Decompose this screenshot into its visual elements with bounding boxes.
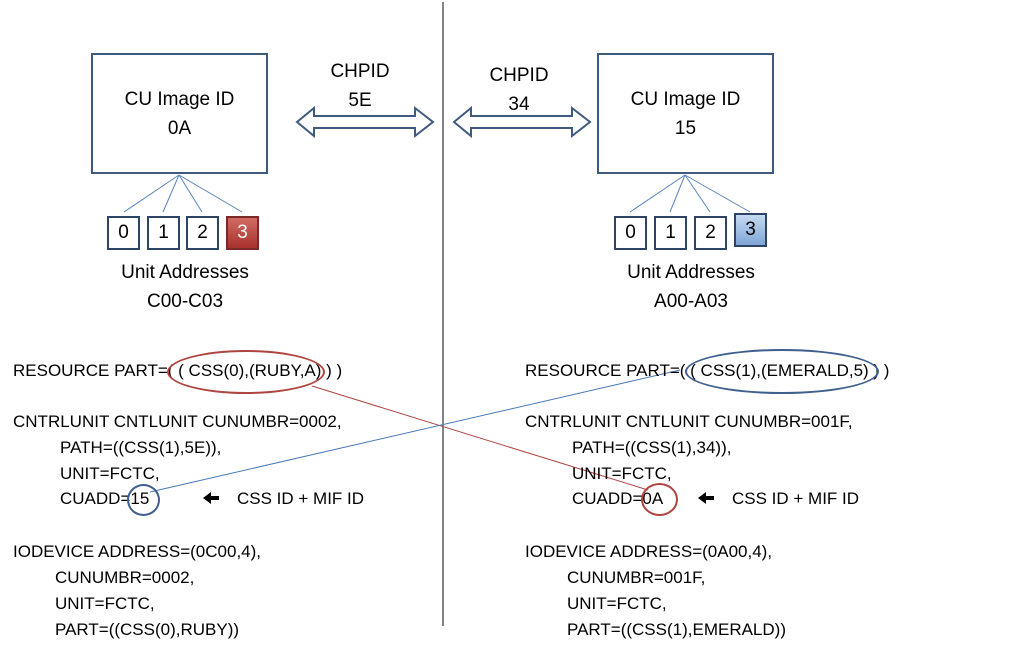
right-chpid-arrow bbox=[452, 105, 592, 139]
right-cntlunit-line1: CNTRLUNIT CNTLUNIT CUNUMBR=001F, bbox=[525, 412, 853, 431]
left-chpid-arrow bbox=[295, 105, 435, 139]
right-resource-prefix: RESOURCE PART=( bbox=[525, 361, 691, 380]
left-iodevice-line2: CUNUMBR=0002, bbox=[55, 568, 195, 587]
right-cuadd-red-circle bbox=[641, 483, 678, 516]
left-unit-2: 2 bbox=[186, 216, 219, 250]
left-iodevice-line1: IODEVICE ADDRESS=(0C00,4), bbox=[13, 542, 262, 561]
right-chpid-label: CHPID 34 bbox=[469, 61, 569, 119]
left-unit-addresses-title: Unit Addresses bbox=[121, 262, 249, 283]
left-cntlunit-line3: UNIT=FCTC, bbox=[60, 464, 160, 483]
right-unit-addresses-range: A00-A03 bbox=[654, 291, 728, 312]
left-chpid-title: CHPID bbox=[330, 61, 390, 82]
blue-cross-line bbox=[149, 369, 681, 493]
left-cu-image-box: CU Image ID 0A bbox=[91, 53, 268, 174]
red-cross-line bbox=[311, 385, 649, 491]
right-annotation: CSS ID + MIF ID bbox=[732, 489, 860, 508]
right-iodevice-line3: UNIT=FCTC, bbox=[567, 594, 667, 613]
right-unit-addresses: Unit Addresses A00-A03 bbox=[601, 258, 781, 316]
right-unit-3: 3 bbox=[734, 213, 767, 247]
left-resource-suffix: ) ) bbox=[321, 361, 343, 380]
left-cntlunit-line2: PATH=((CSS(1),5E)), bbox=[60, 438, 222, 457]
left-chpid-label: CHPID 5E bbox=[310, 57, 410, 115]
right-chpid-value: 34 bbox=[508, 94, 530, 115]
left-cuadd-blue-circle bbox=[127, 484, 160, 516]
left-cu-id: 0A bbox=[167, 117, 192, 139]
left-iodevice-line4: PART=((CSS(0),RUBY)) bbox=[55, 620, 240, 639]
right-cu-title: CU Image ID bbox=[630, 88, 741, 110]
left-fan-lines bbox=[123, 174, 243, 213]
left-cu-title: CU Image ID bbox=[124, 88, 235, 110]
right-fan-lines bbox=[629, 174, 751, 213]
left-resource-prefix: RESOURCE PART=( bbox=[13, 361, 179, 380]
left-unit-addresses: Unit Addresses C00-C03 bbox=[95, 258, 275, 316]
right-unit-addresses-title: Unit Addresses bbox=[627, 262, 755, 283]
right-iodevice-line2: CUNUMBR=001F, bbox=[567, 568, 706, 587]
right-chpid-title: CHPID bbox=[489, 65, 549, 86]
right-unit-0: 0 bbox=[614, 216, 647, 250]
left-cuadd-prefix: CUADD= bbox=[60, 489, 131, 508]
right-cntlunit-line3: UNIT=FCTC, bbox=[572, 464, 672, 483]
left-unit-3: 3 bbox=[226, 216, 259, 250]
right-unit-1: 1 bbox=[654, 216, 687, 250]
left-cntlunit-line1: CNTRLUNIT CNTLUNIT CUNUMBR=0002, bbox=[13, 412, 342, 431]
left-resource-red-ellipse bbox=[167, 350, 325, 394]
right-cu-image-box: CU Image ID 15 bbox=[597, 53, 774, 174]
right-annotation-arrow bbox=[698, 492, 714, 504]
left-unit-addresses-range: C00-C03 bbox=[146, 291, 224, 312]
right-resource-blue-ellipse bbox=[685, 349, 879, 394]
left-unit-0: 0 bbox=[107, 216, 140, 250]
left-unit-1: 1 bbox=[147, 216, 180, 250]
right-cuadd-prefix: CUADD= bbox=[572, 489, 643, 508]
left-chpid-value: 5E bbox=[348, 90, 372, 111]
left-iodevice-line3: UNIT=FCTC, bbox=[55, 594, 155, 613]
right-unit-2: 2 bbox=[694, 216, 727, 250]
left-annotation-arrow bbox=[203, 492, 219, 504]
left-annotation: CSS ID + MIF ID bbox=[237, 489, 365, 508]
right-iodevice-line4: PART=((CSS(1),EMERALD)) bbox=[567, 620, 786, 639]
right-cu-id: 15 bbox=[674, 117, 697, 139]
right-iodevice-line1: IODEVICE ADDRESS=(0A00,4), bbox=[525, 542, 773, 561]
right-cntlunit-line2: PATH=((CSS(1),34)), bbox=[572, 438, 732, 457]
